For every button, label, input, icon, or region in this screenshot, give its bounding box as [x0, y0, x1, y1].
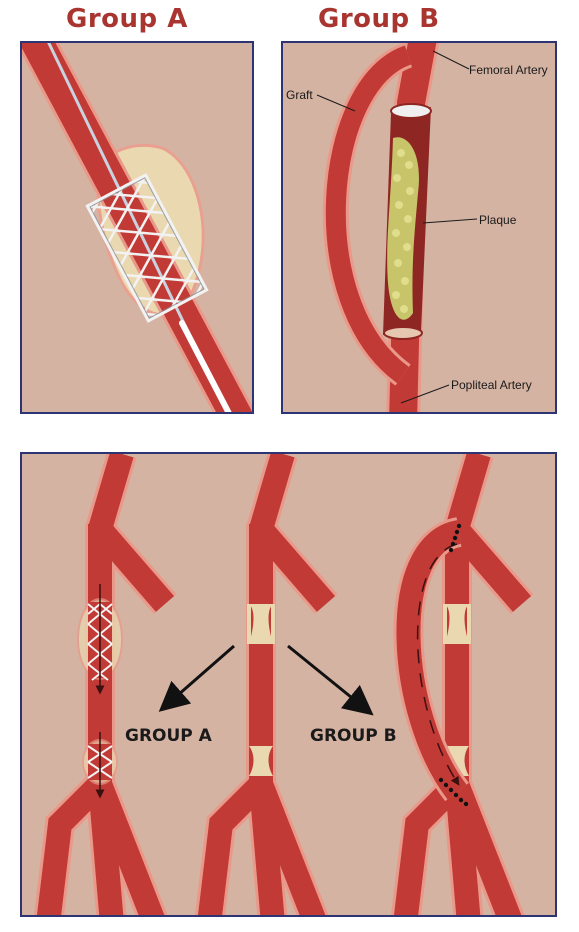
vessel-group-b	[405, 454, 522, 915]
group-b-title: Group B	[318, 4, 440, 34]
artery-body	[22, 43, 252, 412]
panel-comparison: GROUP A GROUP B	[20, 452, 557, 917]
label-femoral-artery: Femoral Artery	[469, 63, 548, 77]
plaque-texture	[392, 149, 414, 313]
arrow-to-group-a	[158, 644, 235, 712]
label-bottom-group-b: GROUP B	[310, 726, 397, 746]
label-plaque: Plaque	[479, 213, 517, 227]
vessel-untreated	[209, 454, 326, 915]
panel-group-a-stent	[20, 41, 254, 414]
vessel-group-a	[48, 454, 165, 915]
label-graft: Graft	[286, 88, 313, 102]
anastomosis-lower	[438, 777, 469, 807]
bypass-illustration: Femoral Artery Graft Plaque Popliteal Ar…	[286, 43, 548, 412]
bypass-flow-arrow	[416, 543, 460, 786]
plaque-deposit	[387, 137, 419, 320]
catheter	[179, 320, 232, 412]
arrow-to-group-b	[287, 644, 374, 716]
anastomosis-upper	[448, 523, 462, 553]
group-a-title: Group A	[66, 4, 188, 34]
stent-mesh	[85, 173, 209, 323]
label-bottom-group-a: GROUP A	[125, 726, 213, 746]
panel-group-b-bypass: Femoral Artery Graft Plaque Popliteal Ar…	[281, 41, 557, 414]
stent-illustration	[22, 43, 252, 412]
label-popliteal-artery: Popliteal Artery	[451, 378, 532, 392]
comparison-illustration: GROUP A GROUP B	[22, 454, 555, 915]
